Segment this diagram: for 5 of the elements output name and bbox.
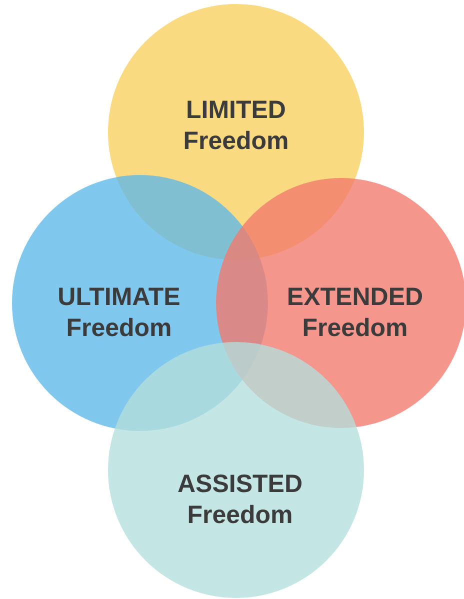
- circle-label: ASSISTED Freedom: [176, 469, 304, 531]
- circle-label: ULTIMATE Freedom: [56, 282, 182, 344]
- circle-label: EXTENDED Freedom: [286, 282, 424, 344]
- circle-label: LIMITED Freedom: [182, 95, 290, 157]
- venn-circle: [108, 342, 364, 598]
